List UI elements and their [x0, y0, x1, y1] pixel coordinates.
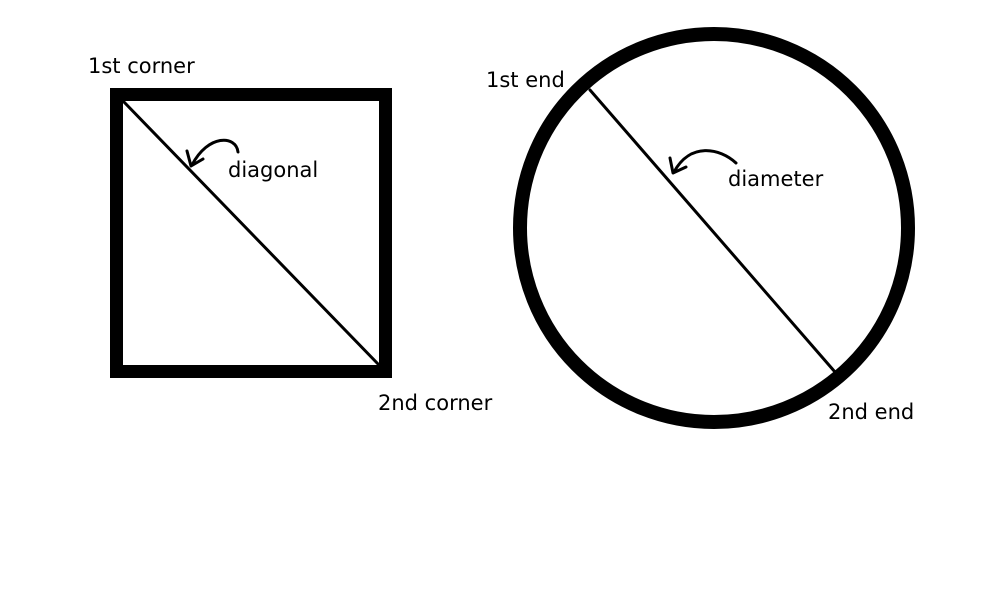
- circle-end-1-label: 1st end: [486, 68, 565, 92]
- circle-diameter-label: diameter: [728, 167, 824, 191]
- square-corner-1-label: 1st corner: [88, 54, 195, 78]
- diameter-arrow-icon: [672, 149, 738, 174]
- square-corner-2-label: 2nd corner: [378, 391, 493, 415]
- diameter-arrowhead-icon: [668, 156, 688, 175]
- circle-shape: [513, 27, 915, 429]
- circle-diameter-line: [588, 88, 837, 374]
- square-shape: [110, 88, 392, 378]
- diagonal-arrowhead-icon: [185, 149, 205, 168]
- circle-end-2-label: 2nd end: [828, 400, 915, 424]
- square-diagonal-label: diagonal: [228, 158, 319, 182]
- square-diagonal-line: [121, 99, 381, 367]
- diagonal-arrow-icon: [190, 138, 240, 167]
